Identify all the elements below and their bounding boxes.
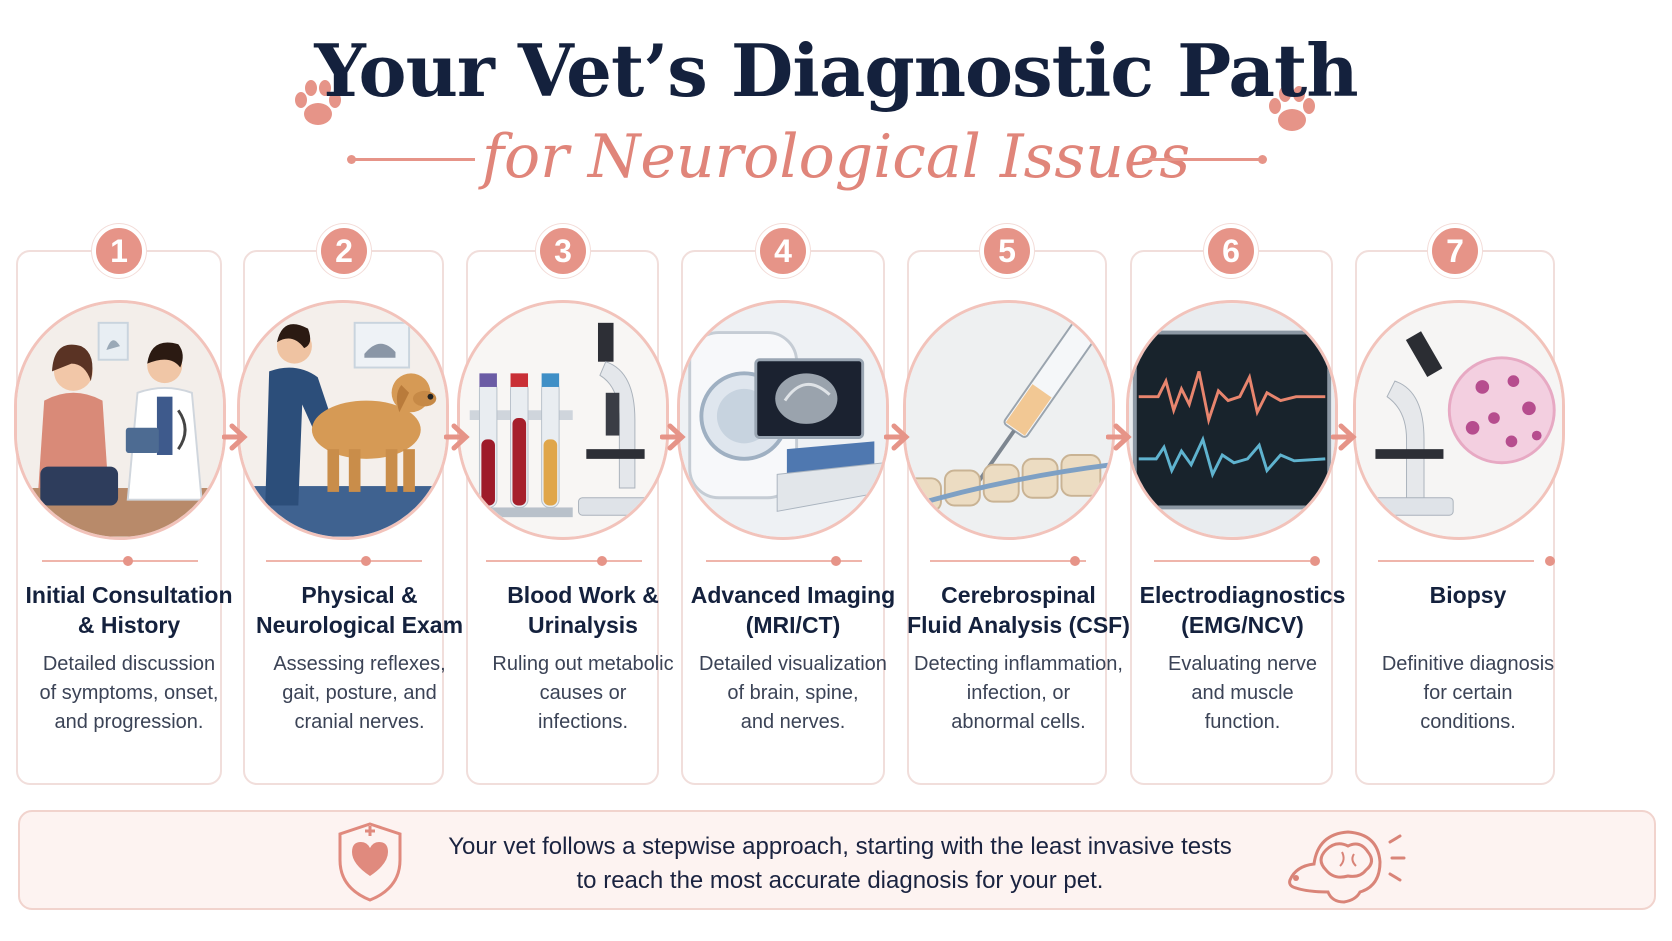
mri-illustration — [677, 300, 889, 540]
header: Your Vet’s Diagnostic Path for Neurologi… — [0, 0, 1672, 220]
card-divider — [486, 560, 642, 562]
paw-print-icon — [1269, 86, 1315, 131]
paw-print-icon — [295, 80, 341, 125]
consultation-illustration — [14, 300, 226, 540]
dog-brain-icon — [1288, 830, 1406, 904]
step-number-badge: 4 — [756, 224, 810, 278]
page-title: Your Vet’s Diagnostic Path — [314, 28, 1358, 113]
divider-dot — [1070, 556, 1080, 566]
step-number-badge: 5 — [980, 224, 1034, 278]
arrow-right-icon — [884, 423, 910, 451]
arrow-right-icon — [1331, 423, 1357, 451]
subtitle-ornament — [347, 155, 356, 164]
heart-shield-icon — [338, 822, 402, 902]
divider-dot — [123, 556, 133, 566]
card-divider — [1154, 560, 1310, 562]
subtitle-rule-left — [355, 158, 475, 161]
arrow-right-icon — [660, 423, 686, 451]
page-subtitle: for Neurological Issues — [481, 122, 1191, 192]
step-number-badge: 3 — [536, 224, 590, 278]
step-number-badge: 2 — [317, 224, 371, 278]
divider-dot — [361, 556, 371, 566]
card-divider — [42, 560, 198, 562]
step-title: Initial Consultation& History — [25, 582, 233, 638]
card-divider — [706, 560, 862, 562]
csf-syringe-illustration — [903, 300, 1115, 540]
emg-monitor-illustration — [1126, 300, 1338, 540]
card-divider — [930, 560, 1086, 562]
arrow-right-icon — [222, 423, 248, 451]
biopsy-microscope-illustration — [1353, 300, 1565, 540]
subtitle-rule-right — [1142, 158, 1262, 161]
step-number-badge: 7 — [1428, 224, 1482, 278]
step-number-badge: 1 — [92, 224, 146, 278]
divider-dot — [831, 556, 841, 566]
blood-work-illustration — [457, 300, 669, 540]
step-title: Physical &Neurological Exam — [255, 582, 464, 638]
card-divider — [1378, 560, 1534, 562]
step-title: Electrodiagnostics(EMG/NCV) — [1139, 582, 1346, 638]
arrow-right-icon — [444, 423, 470, 451]
step-title: Biopsy — [1429, 582, 1507, 608]
step-title: Blood Work &Urinalysis — [507, 582, 659, 638]
footer-message: Your vet follows a stepwise approach, st… — [448, 833, 1232, 894]
divider-dot — [1310, 556, 1320, 566]
physical-exam-illustration — [237, 300, 449, 540]
subtitle-ornament — [1258, 155, 1267, 164]
divider-dot — [597, 556, 607, 566]
step-number-badge: 6 — [1204, 224, 1258, 278]
footer-banner: Your vet follows a stepwise approach, st… — [18, 810, 1656, 910]
step-title: Advanced Imaging(MRI/CT) — [690, 582, 896, 638]
divider-dot — [1545, 556, 1555, 566]
card-divider — [266, 560, 422, 562]
arrow-right-icon — [1106, 423, 1132, 451]
